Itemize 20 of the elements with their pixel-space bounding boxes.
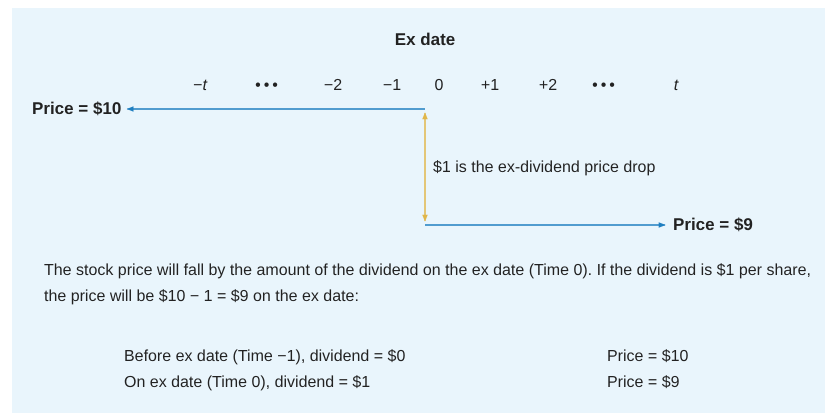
ellipsis-dots: ••• bbox=[592, 76, 618, 96]
price-label: Price = $10 bbox=[32, 98, 122, 120]
price-label: Price = $9 bbox=[673, 214, 753, 236]
table-cell: Price = $9 bbox=[607, 373, 680, 393]
tick-label: −1 bbox=[382, 76, 402, 96]
ellipsis-dots: ••• bbox=[255, 76, 281, 96]
table-cell: On ex date (Time 0), dividend = $1 bbox=[124, 373, 370, 393]
description-paragraph: The stock price will fall by the amount of the dividend on the ex date (Time 0). If the dividend is $1 per share, the price will be $10 − 1 = $9 on the ex date: bbox=[44, 261, 812, 307]
tick-label: t bbox=[674, 76, 678, 96]
arrow bbox=[425, 222, 666, 228]
annotation: $1 is the ex-dividend price drop bbox=[433, 158, 656, 178]
tick-label: +2 bbox=[538, 76, 558, 96]
tick-label: 0 bbox=[434, 76, 444, 96]
arrow bbox=[126, 106, 425, 112]
table-cell: Before ex date (Time −1), dividend = $0 bbox=[124, 347, 406, 367]
tick-label: −2 bbox=[324, 76, 342, 96]
table-cell: Price = $10 bbox=[607, 347, 688, 367]
tick-label: −t bbox=[193, 76, 207, 96]
tick-label: +1 bbox=[480, 76, 500, 96]
axis-title: Ex date bbox=[394, 30, 456, 50]
